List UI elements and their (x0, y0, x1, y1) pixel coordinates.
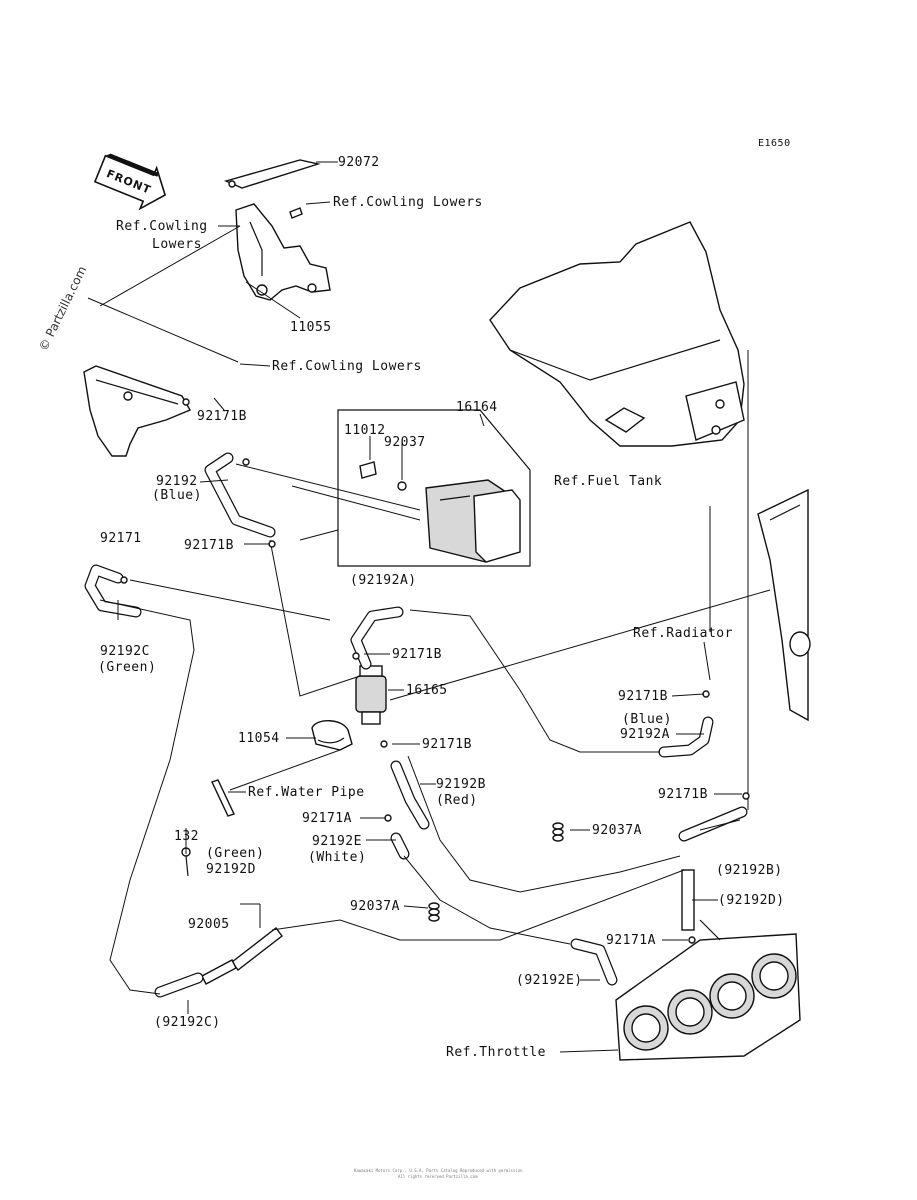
hose-92192e-white (390, 832, 618, 986)
label-92171a-2: 92171A (606, 933, 656, 948)
diagram-code: E1650 (758, 138, 791, 149)
label-ref-radiator: Ref.Radiator (633, 626, 733, 641)
label-92192e-paren: (92192E) (516, 973, 583, 988)
cowling-lower-left-part (83, 365, 192, 457)
hose-92192d-segment (678, 806, 748, 842)
throttle-body-part (615, 869, 801, 1061)
label-green-1: (Green) (98, 660, 156, 675)
label-92192: 92192 (156, 474, 198, 489)
label-ref-cowling-lowers-mid: Ref.Cowling Lowers (272, 359, 422, 374)
hose-92192a-top (350, 606, 404, 670)
label-92192d-paren: (92192D) (718, 893, 785, 908)
label-92171b-5: 92171B (422, 737, 472, 752)
canister-group-16164 (337, 409, 531, 567)
label-92037a-2: 92037A (350, 899, 400, 914)
leader-lines (87, 161, 742, 1053)
fuel-filter-16165-part (355, 665, 387, 725)
label-92171b-1: 92171B (197, 409, 247, 424)
hose-92192a-right (658, 716, 714, 758)
label-92037: 92037 (384, 435, 426, 450)
label-ref-cowling-line2: Lowers (152, 237, 202, 252)
label-11055: 11055 (290, 320, 332, 335)
label-16164: 16164 (456, 400, 498, 415)
label-92171b-3: 92171B (392, 647, 442, 662)
label-92192c: 92192C (100, 644, 150, 659)
routing-lines (99, 350, 771, 995)
label-blue-2: (Blue) (622, 712, 672, 727)
label-16165: 16165 (406, 683, 448, 698)
label-92192a-paren: (92192A) (350, 573, 417, 588)
label-red: (Red) (436, 793, 478, 808)
hose-92192c-segment (154, 972, 204, 998)
label-92192a: 92192A (620, 727, 670, 742)
label-132: 132 (174, 829, 199, 844)
label-92192c-paren: (92192C) (154, 1015, 221, 1030)
watermark: © Partzilla.com (36, 264, 89, 353)
label-92192d: 92192D (206, 862, 256, 877)
strap-92072-part (223, 159, 321, 189)
label-92171b-4: 92171B (618, 689, 668, 704)
bracket-11055-part (235, 203, 331, 301)
label-92171: 92171 (100, 531, 142, 546)
label-92037a-1: 92037A (592, 823, 642, 838)
fitting-92005-part (201, 927, 283, 985)
label-92192e: 92192E (312, 834, 362, 849)
hose-92192b-red (390, 760, 430, 830)
label-92192b: 92192B (436, 777, 486, 792)
label-ref-cowling-line1: Ref.Cowling (116, 219, 208, 234)
fuel-tank-part (489, 221, 745, 447)
label-92171b-6: 92171B (658, 787, 708, 802)
label-11054: 11054 (238, 731, 280, 746)
label-11012: 11012 (344, 423, 386, 438)
clamp-11054-part (311, 720, 353, 751)
footer-line-2: All rights reserved Partzilla.com (398, 1174, 478, 1179)
label-ref-fuel-tank: Ref.Fuel Tank (554, 474, 662, 489)
label-92171a-1: 92171A (302, 811, 352, 826)
label-blue-1: (Blue) (152, 488, 202, 503)
clamp-92037a-part (428, 822, 564, 922)
hose-92192-blue (204, 452, 276, 538)
bolt-132-part (181, 779, 235, 877)
footer-line-1: Kawasaki Motors Corp., U.S.A. Parts Cata… (354, 1168, 523, 1173)
label-92192b-paren: (92192B) (716, 863, 783, 878)
label-92072: 92072 (338, 155, 380, 170)
hose-92192c-green (84, 564, 142, 618)
label-green-2: (Green) (206, 846, 264, 861)
label-92171b-2: 92171B (184, 538, 234, 553)
label-white: (White) (308, 850, 366, 865)
front-arrow-icon: FRONT (93, 153, 167, 211)
label-ref-water-pipe: Ref.Water Pipe (248, 785, 365, 800)
radiator-part (757, 488, 811, 722)
label-92005: 92005 (188, 917, 230, 932)
label-ref-cowling-lowers-top: Ref.Cowling Lowers (333, 195, 483, 210)
label-ref-throttle: Ref.Throttle (446, 1045, 546, 1060)
